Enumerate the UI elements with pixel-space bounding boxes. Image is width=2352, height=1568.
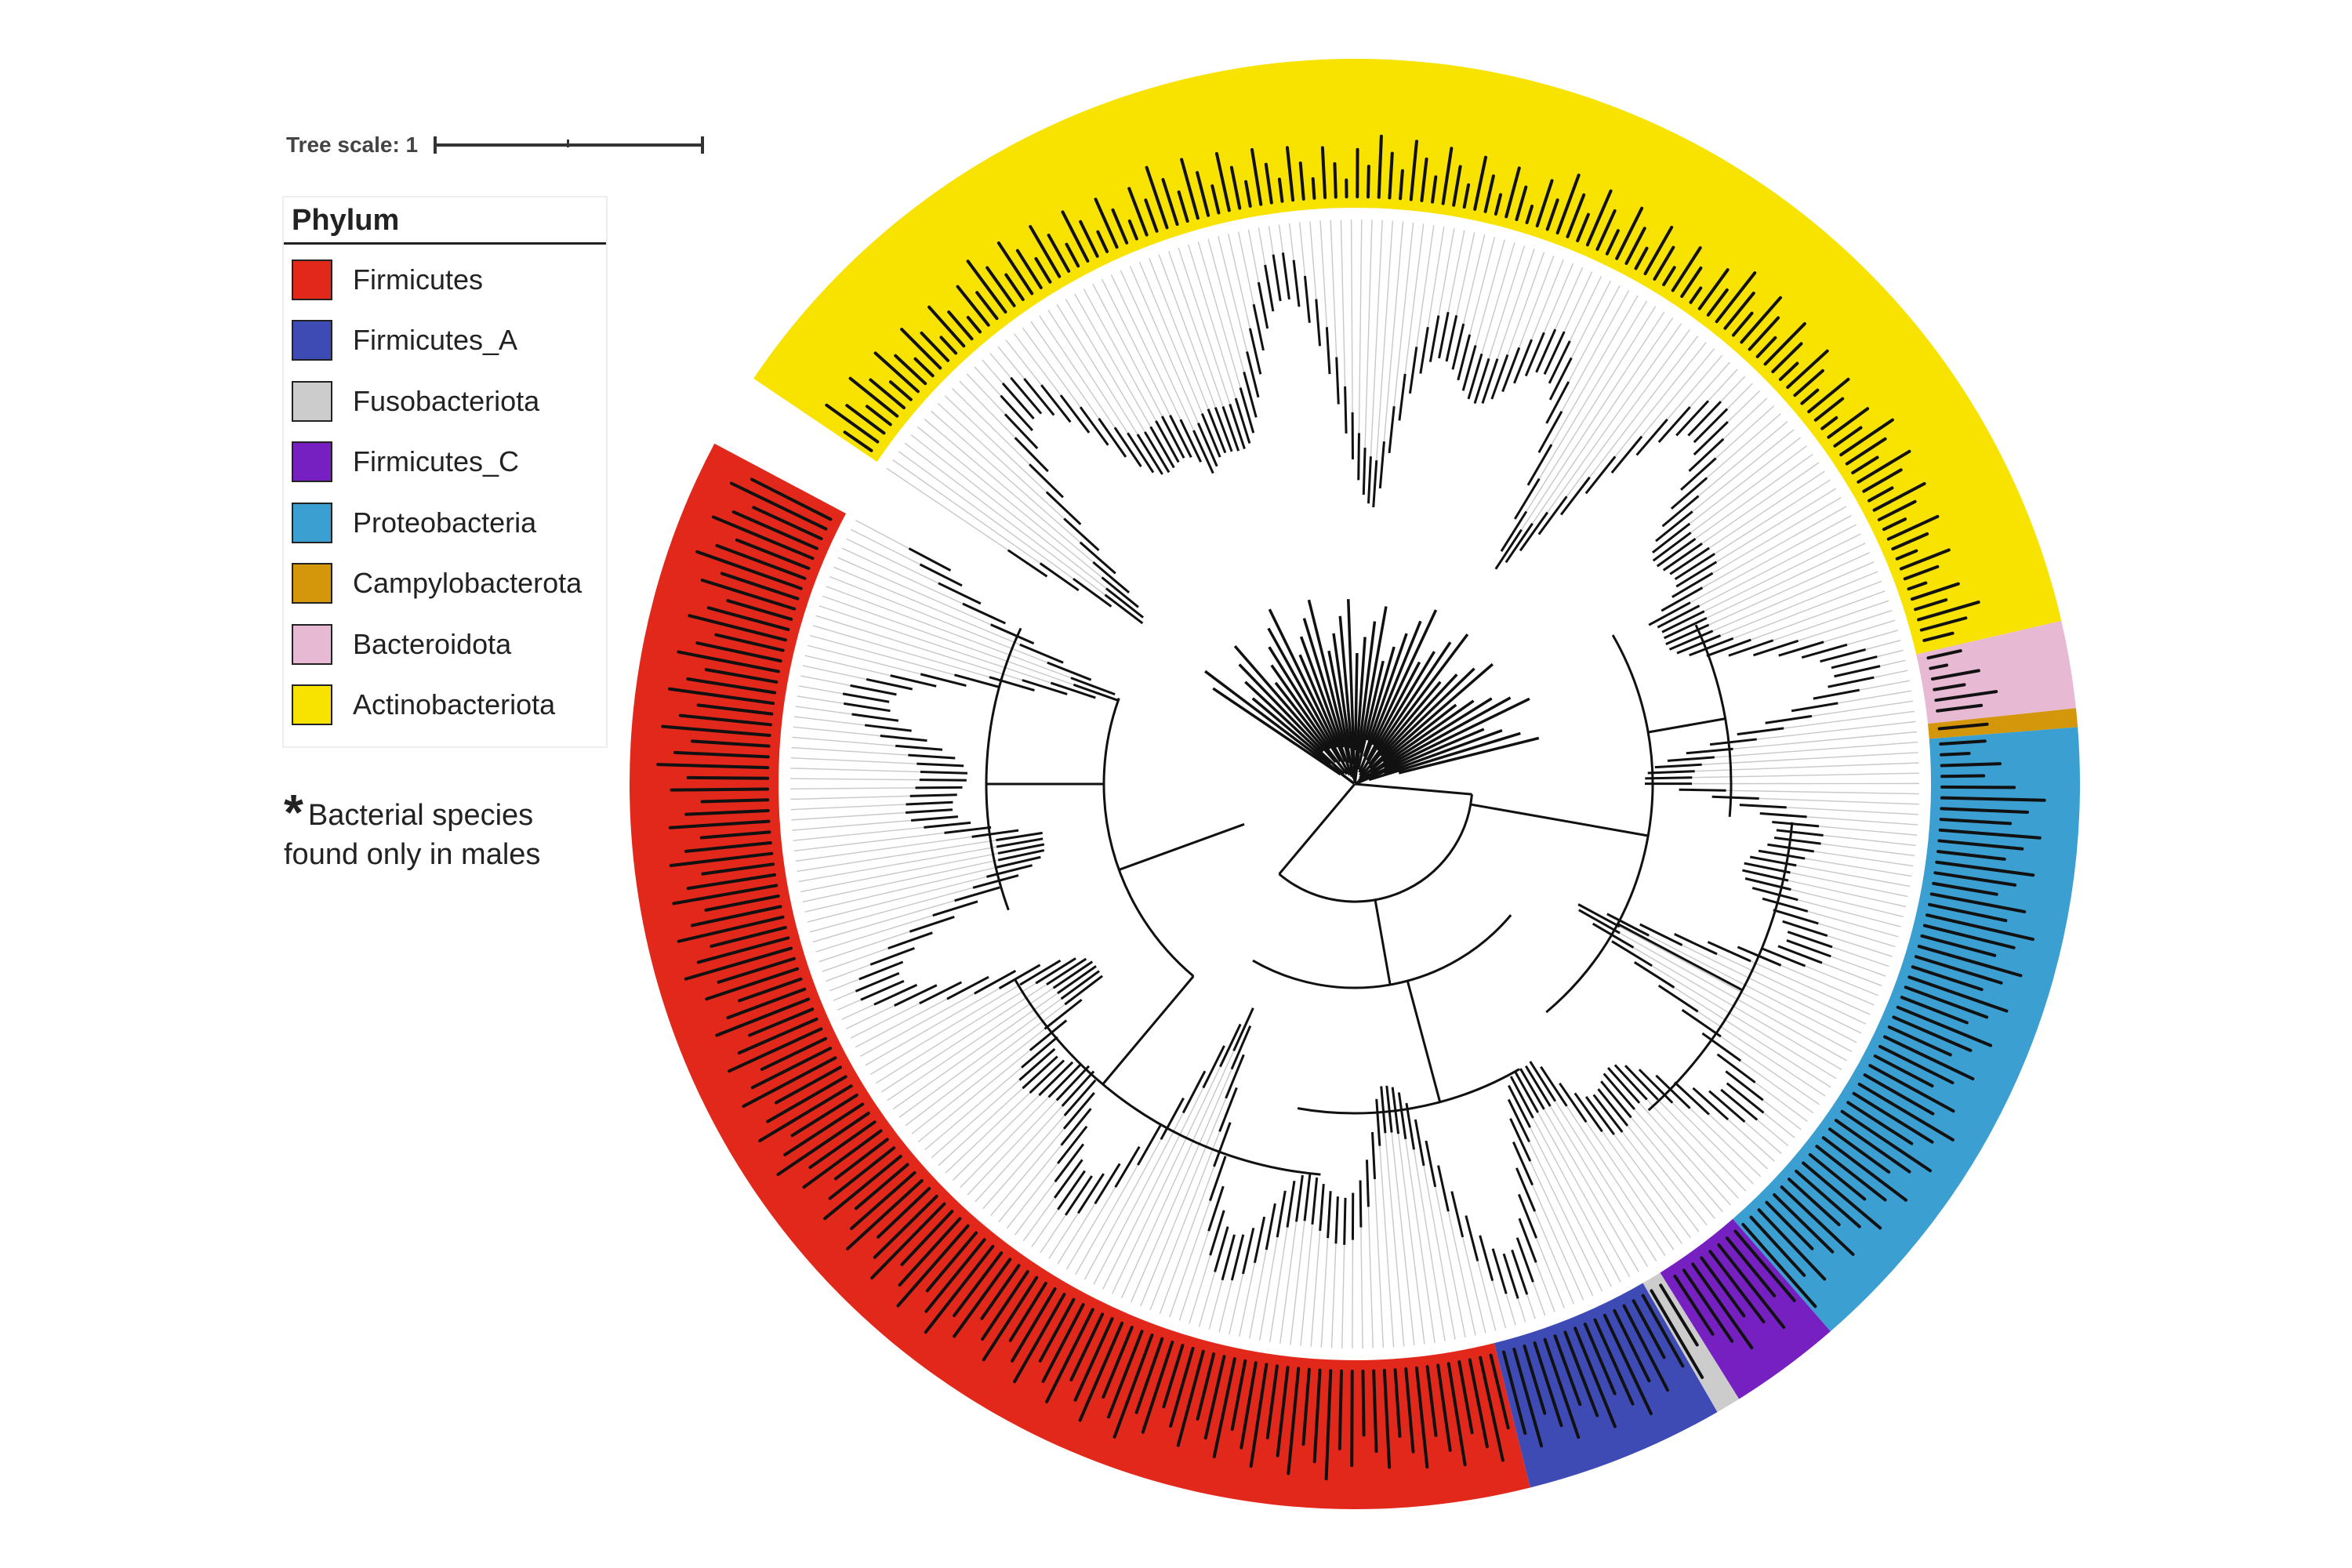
legend-title: Phylum bbox=[284, 198, 606, 245]
ring-segment-proteobacteria bbox=[1733, 727, 2080, 1332]
tree-scale-label: Tree scale: 1 bbox=[286, 132, 419, 157]
footnote-line-1: Bacterial species bbox=[307, 799, 534, 832]
legend-swatch-firmicutes bbox=[292, 259, 332, 300]
tip-labels-proteobacteria bbox=[1741, 739, 2046, 1308]
legend-swatch-proteobacteria bbox=[292, 502, 332, 543]
tip-labels-bacteroidota bbox=[1926, 649, 1998, 713]
legend-label-firmicutes: Firmicutes bbox=[353, 263, 484, 296]
leaf-connector-lines bbox=[790, 220, 1920, 1348]
tip-labels-firmicutes-c bbox=[1673, 1229, 1796, 1350]
legend-swatch-actinobacteriota bbox=[292, 684, 332, 726]
tip-labels-firmicutes-a bbox=[1502, 1294, 1685, 1448]
legend-swatch-firmicutes-a bbox=[292, 320, 332, 361]
legend-item-firmicutes: Firmicutes bbox=[284, 249, 606, 310]
ring-segment-campylobacterota bbox=[1927, 708, 2078, 739]
tip-labels-campylobacterota bbox=[1937, 722, 1989, 731]
tip-labels-fusobacteriota bbox=[1650, 1283, 1704, 1379]
tree-scale-bar bbox=[434, 136, 705, 154]
legend-item-bacteroidota: Bacteroidota bbox=[284, 614, 606, 675]
phylum-legend: Phylum Firmicutes Firmicutes_A Fusobacte… bbox=[282, 196, 608, 748]
tree-scale: Tree scale: 1 bbox=[286, 129, 705, 161]
legend-item-campylobacterota: Campylobacterota bbox=[284, 554, 606, 615]
legend-item-fusobacteriota: Fusobacteriota bbox=[284, 371, 606, 432]
legend-label-firmicutes-c: Firmicutes_C bbox=[353, 445, 520, 478]
legend-label-campylobacterota: Campylobacterota bbox=[353, 567, 583, 600]
legend-item-actinobacteriota: Actinobacteriota bbox=[284, 675, 606, 736]
legend-swatch-firmicutes-c bbox=[292, 441, 332, 483]
footnote: *Bacterial species found only in males bbox=[284, 787, 541, 874]
footnote-line-2: found only in males bbox=[284, 838, 541, 871]
tree-branches bbox=[842, 252, 1881, 1299]
legend-label-actinobacteriota: Actinobacteriota bbox=[353, 688, 556, 721]
legend-swatch-campylobacterota bbox=[292, 563, 332, 604]
ring-segment-fusobacteriota bbox=[1642, 1272, 1740, 1413]
tip-labels-firmicutes bbox=[656, 477, 1510, 1481]
phylum-color-ring bbox=[630, 59, 2080, 1510]
ring-segment-firmicutes-a bbox=[1494, 1283, 1718, 1488]
legend-label-firmicutes-a: Firmicutes_A bbox=[353, 324, 518, 357]
legend-label-bacteroidota: Bacteroidota bbox=[353, 627, 512, 660]
legend-item-firmicutes-c: Firmicutes_C bbox=[284, 432, 606, 493]
legend-swatch-bacteroidota bbox=[292, 623, 332, 665]
legend-label-proteobacteria: Proteobacteria bbox=[353, 506, 537, 539]
ring-segment-firmicutes-c bbox=[1660, 1218, 1831, 1399]
tip-labels-actinobacteriota bbox=[825, 134, 1980, 642]
legend-label-fusobacteriota: Fusobacteriota bbox=[353, 384, 540, 417]
ring-segment-actinobacteriota bbox=[753, 59, 2062, 655]
legend-item-proteobacteria: Proteobacteria bbox=[284, 492, 606, 554]
asterisk-symbol: * bbox=[284, 784, 303, 840]
legend-item-firmicutes-a: Firmicutes_A bbox=[284, 310, 606, 372]
legend-swatch-fusobacteriota bbox=[292, 380, 332, 422]
